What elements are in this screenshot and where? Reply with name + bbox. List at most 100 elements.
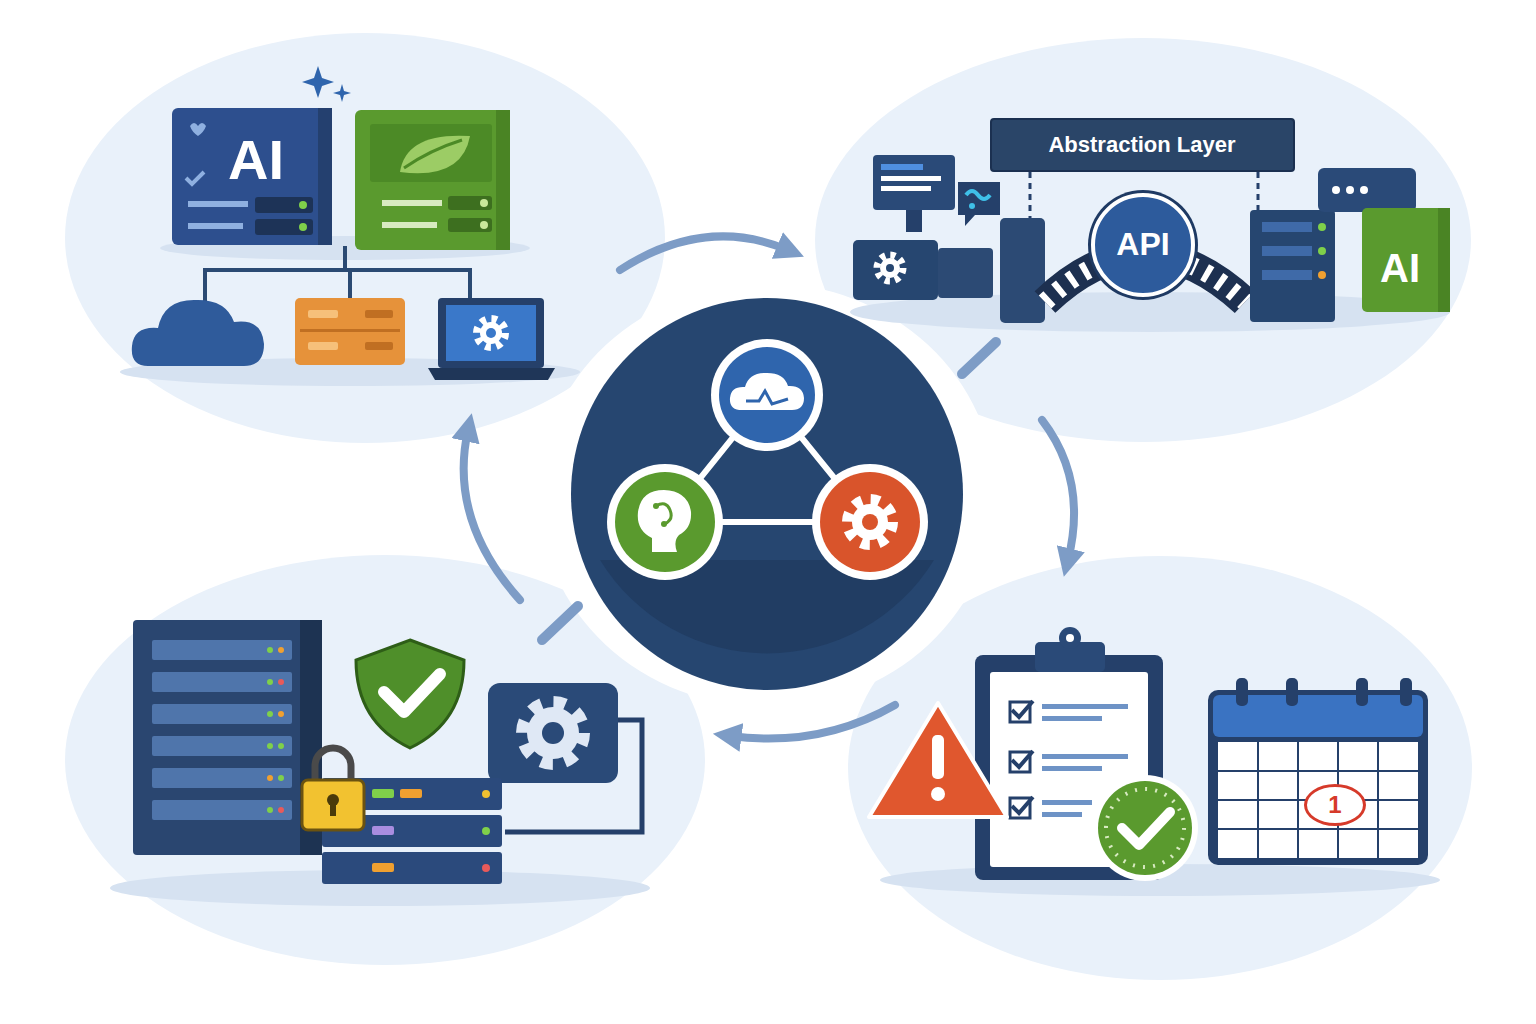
hub-emblem: [730, 373, 804, 410]
abstraction-scene: [880, 258, 900, 278]
secure-infrastructure: [267, 775, 273, 781]
ai-infrastructure: [255, 219, 313, 235]
ai-infrastructure: [172, 108, 332, 245]
ai-infrastructure: [480, 199, 488, 207]
hub-emblem: [653, 503, 659, 509]
background-bubble: [65, 33, 1472, 980]
ai-infrastructure: [299, 201, 307, 209]
ai-infrastructure: [345, 246, 350, 298]
ai-infrastructure: [404, 140, 462, 168]
ai-infrastructure: [480, 322, 502, 344]
date-ring: 1: [1304, 784, 1366, 826]
ai-infrastructure: [428, 368, 555, 380]
hub-emblem: [862, 514, 878, 530]
planning-scene: [1098, 781, 1192, 875]
planning-scene: [1286, 678, 1298, 706]
server-label: AI: [1368, 242, 1432, 294]
ai-infrastructure: [186, 172, 204, 184]
planning-scene: [1218, 742, 1418, 858]
abstraction-scene: [1262, 246, 1312, 256]
abstraction-scene: [1250, 210, 1335, 322]
ai-infrastructure: [365, 310, 393, 318]
ai-infrastructure: [295, 298, 405, 365]
abstraction-scene: [966, 191, 990, 199]
ai-infrastructure: [477, 319, 505, 347]
abstraction-scene: [1318, 271, 1326, 279]
hub-emblem: [571, 298, 963, 690]
node-text: 1: [1328, 792, 1341, 818]
cycle-arrow: [962, 342, 996, 374]
abstraction-scene: [873, 155, 955, 210]
planning-scene: [1400, 678, 1412, 706]
abstraction-scene: [1262, 270, 1312, 280]
secure-infrastructure: [267, 711, 273, 717]
hub-emblem: [820, 472, 920, 572]
abstraction-scene: [881, 186, 931, 191]
abstraction-scene: [969, 203, 975, 209]
planning-scene: [1042, 704, 1128, 709]
secure-infrastructure: [315, 748, 351, 782]
secure-infrastructure: [152, 736, 292, 756]
planning-scene: [1042, 812, 1082, 817]
planning-scene: [1208, 690, 1428, 865]
secure-infrastructure: [527, 707, 579, 759]
ai-infrastructure: [355, 110, 510, 250]
secure-infrastructure: [278, 679, 284, 685]
ai-infrastructure: [486, 328, 496, 338]
abstraction-scene: [881, 164, 923, 170]
hub-emblem: [711, 339, 823, 451]
secure-infrastructure: [400, 789, 422, 798]
planning-scene: [1106, 789, 1184, 867]
planning-scene: [1218, 742, 1418, 858]
cycle-arrow: [1042, 420, 1074, 560]
abstraction-scene: [850, 155, 1450, 332]
ai-infrastructure: [448, 196, 492, 210]
secure-infrastructure: [302, 780, 364, 830]
abstraction-scene: [881, 176, 941, 181]
hub-emblem: [607, 464, 723, 580]
secure-infrastructure: [278, 647, 284, 653]
hub-emblem: [719, 347, 815, 443]
secure-infrastructure: [152, 640, 292, 660]
secure-infrastructure: [152, 704, 292, 724]
abstraction-scene: [1362, 208, 1450, 312]
planning-scene: [869, 627, 1440, 896]
layer-banner: Abstraction Layer: [990, 118, 1295, 172]
hub-emblem: [638, 490, 691, 552]
planning-scene: [1122, 812, 1170, 845]
ai-infrastructure: [400, 136, 470, 174]
ai-infrastructure: [333, 84, 351, 102]
planning-scene: [1059, 627, 1081, 649]
hub-emblem: [848, 500, 892, 544]
ai-infrastructure: [308, 310, 338, 318]
ai-infrastructure: [370, 124, 492, 182]
hub-emblem: [615, 472, 715, 572]
planning-scene: [1042, 800, 1092, 805]
ai-infrastructure: [308, 342, 338, 350]
node-text: API: [1116, 227, 1169, 262]
hub-emblem: [571, 298, 963, 690]
secure-infrastructure: [482, 864, 490, 872]
abstraction-scene: [906, 210, 922, 232]
ai-infrastructure: [496, 110, 510, 250]
abstraction-scene: [877, 255, 903, 281]
ai-infrastructure: [448, 218, 492, 232]
abstraction-scene: [1346, 186, 1354, 194]
planning-scene: [1356, 678, 1368, 706]
node-text: AI: [228, 129, 284, 191]
secure-infrastructure: [372, 826, 394, 835]
planning-scene: [932, 735, 944, 779]
abstraction-scene: [1318, 223, 1326, 231]
secure-infrastructure: [505, 720, 642, 832]
secure-infrastructure: [110, 620, 650, 906]
secure-infrastructure: [356, 640, 464, 748]
abstraction-scene: [1332, 186, 1340, 194]
planning-scene: [1066, 634, 1074, 642]
secure-infrastructure: [523, 703, 583, 763]
secure-infrastructure: [322, 852, 502, 884]
ai-infrastructure: [299, 223, 307, 231]
planning-scene: [869, 703, 1007, 817]
server-label: AI: [211, 126, 301, 194]
abstraction-scene: [850, 292, 1450, 332]
